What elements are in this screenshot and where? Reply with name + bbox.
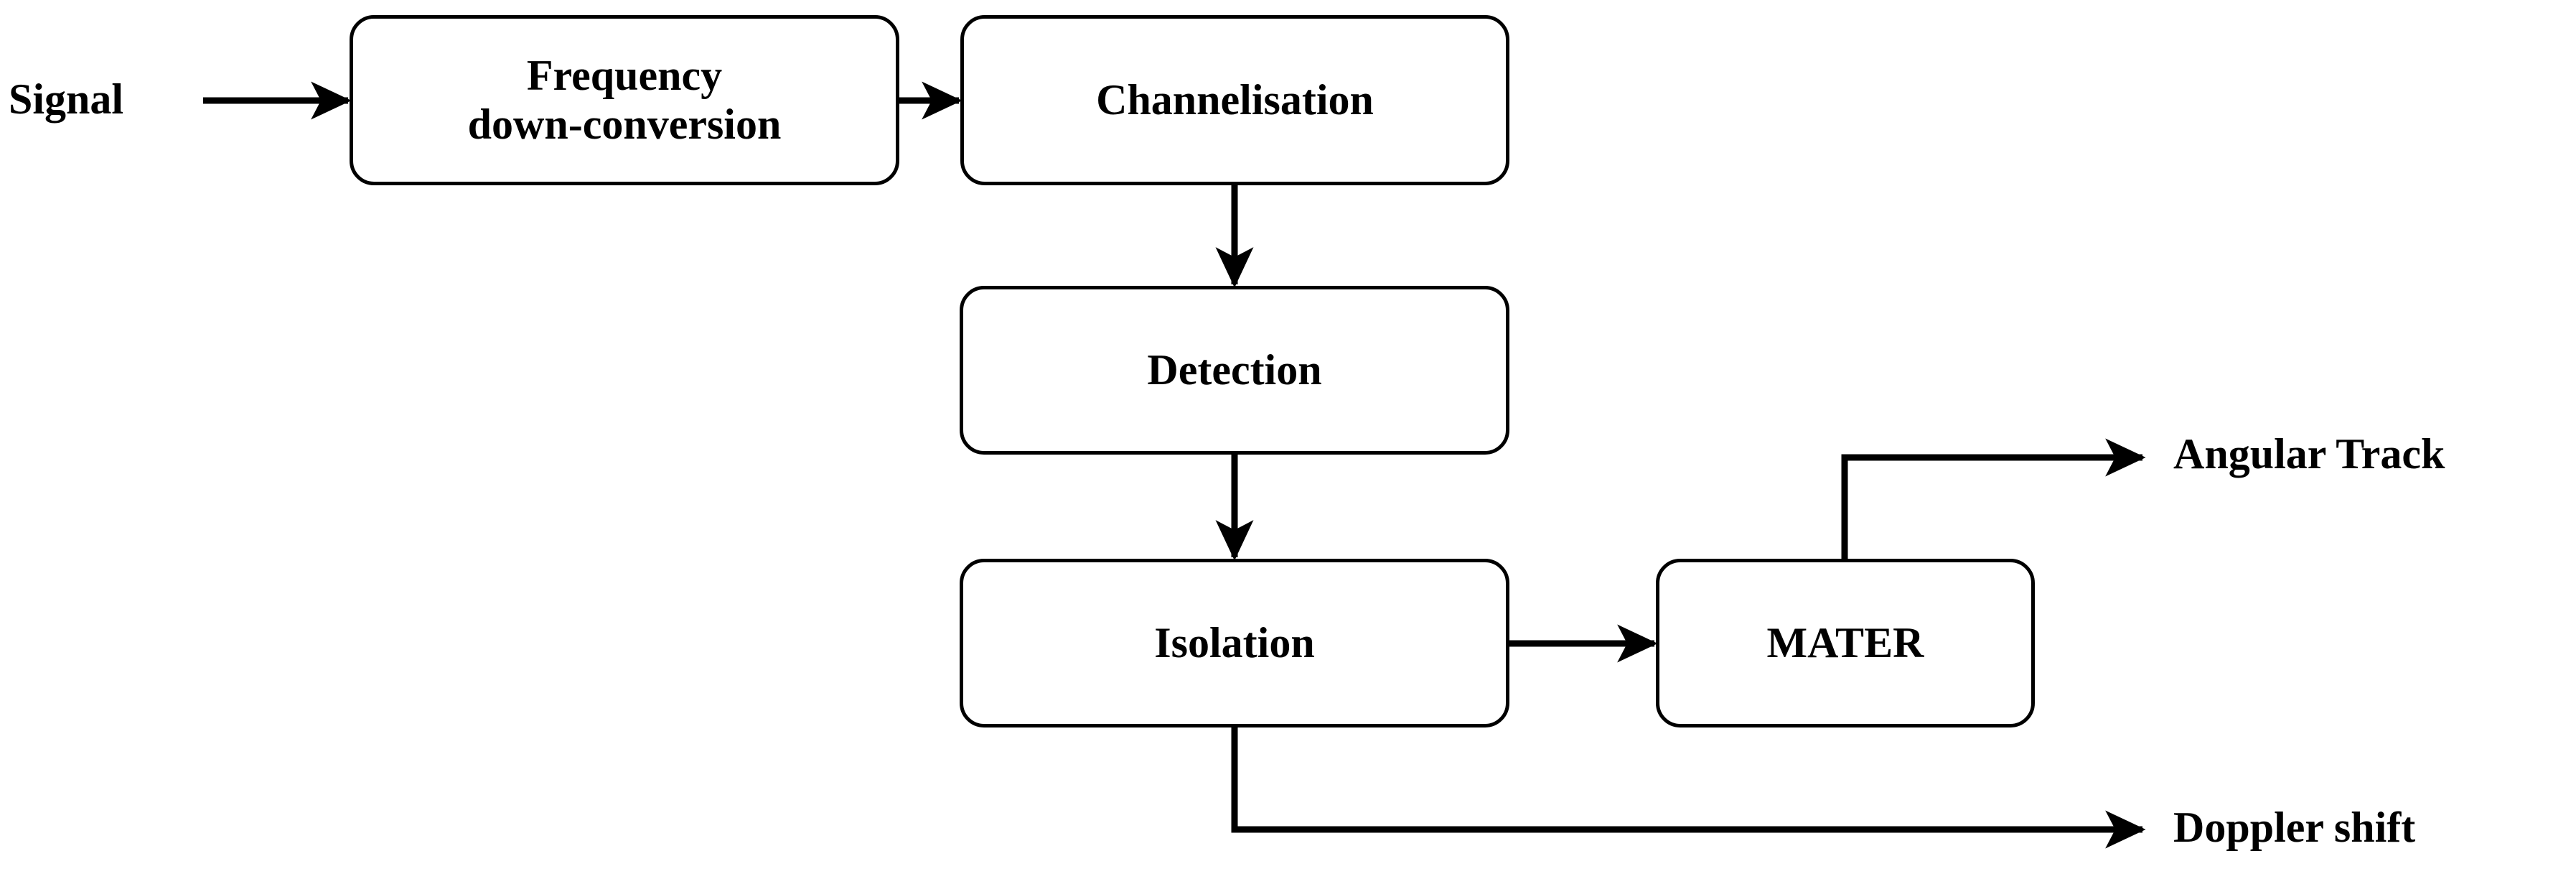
node-label-frequency-down-conversion: Frequency down-conversion — [467, 52, 782, 148]
connector-isolation-to-doppler-shift — [1231, 727, 2146, 849]
connector-mater-to-angular-track — [1841, 438, 2146, 559]
label-doppler-shift-output: Doppler shift — [2173, 804, 2416, 851]
node-label-isolation: Isolation — [1154, 618, 1315, 666]
node-detection[interactable]: Detection — [960, 286, 1509, 455]
node-isolation[interactable]: Isolation — [960, 559, 1509, 727]
node-label-detection: Detection — [1147, 345, 1322, 394]
node-label-channelisation: Channelisation — [1096, 75, 1374, 124]
node-channelisation[interactable]: Channelisation — [960, 15, 1509, 185]
node-mater[interactable]: MATER — [1656, 559, 2035, 727]
label-signal-input: Signal — [9, 75, 124, 123]
node-frequency-down-conversion[interactable]: Frequency down-conversion — [350, 15, 899, 185]
label-angular-track-output: Angular Track — [2173, 430, 2445, 478]
node-label-mater: MATER — [1766, 618, 1924, 666]
